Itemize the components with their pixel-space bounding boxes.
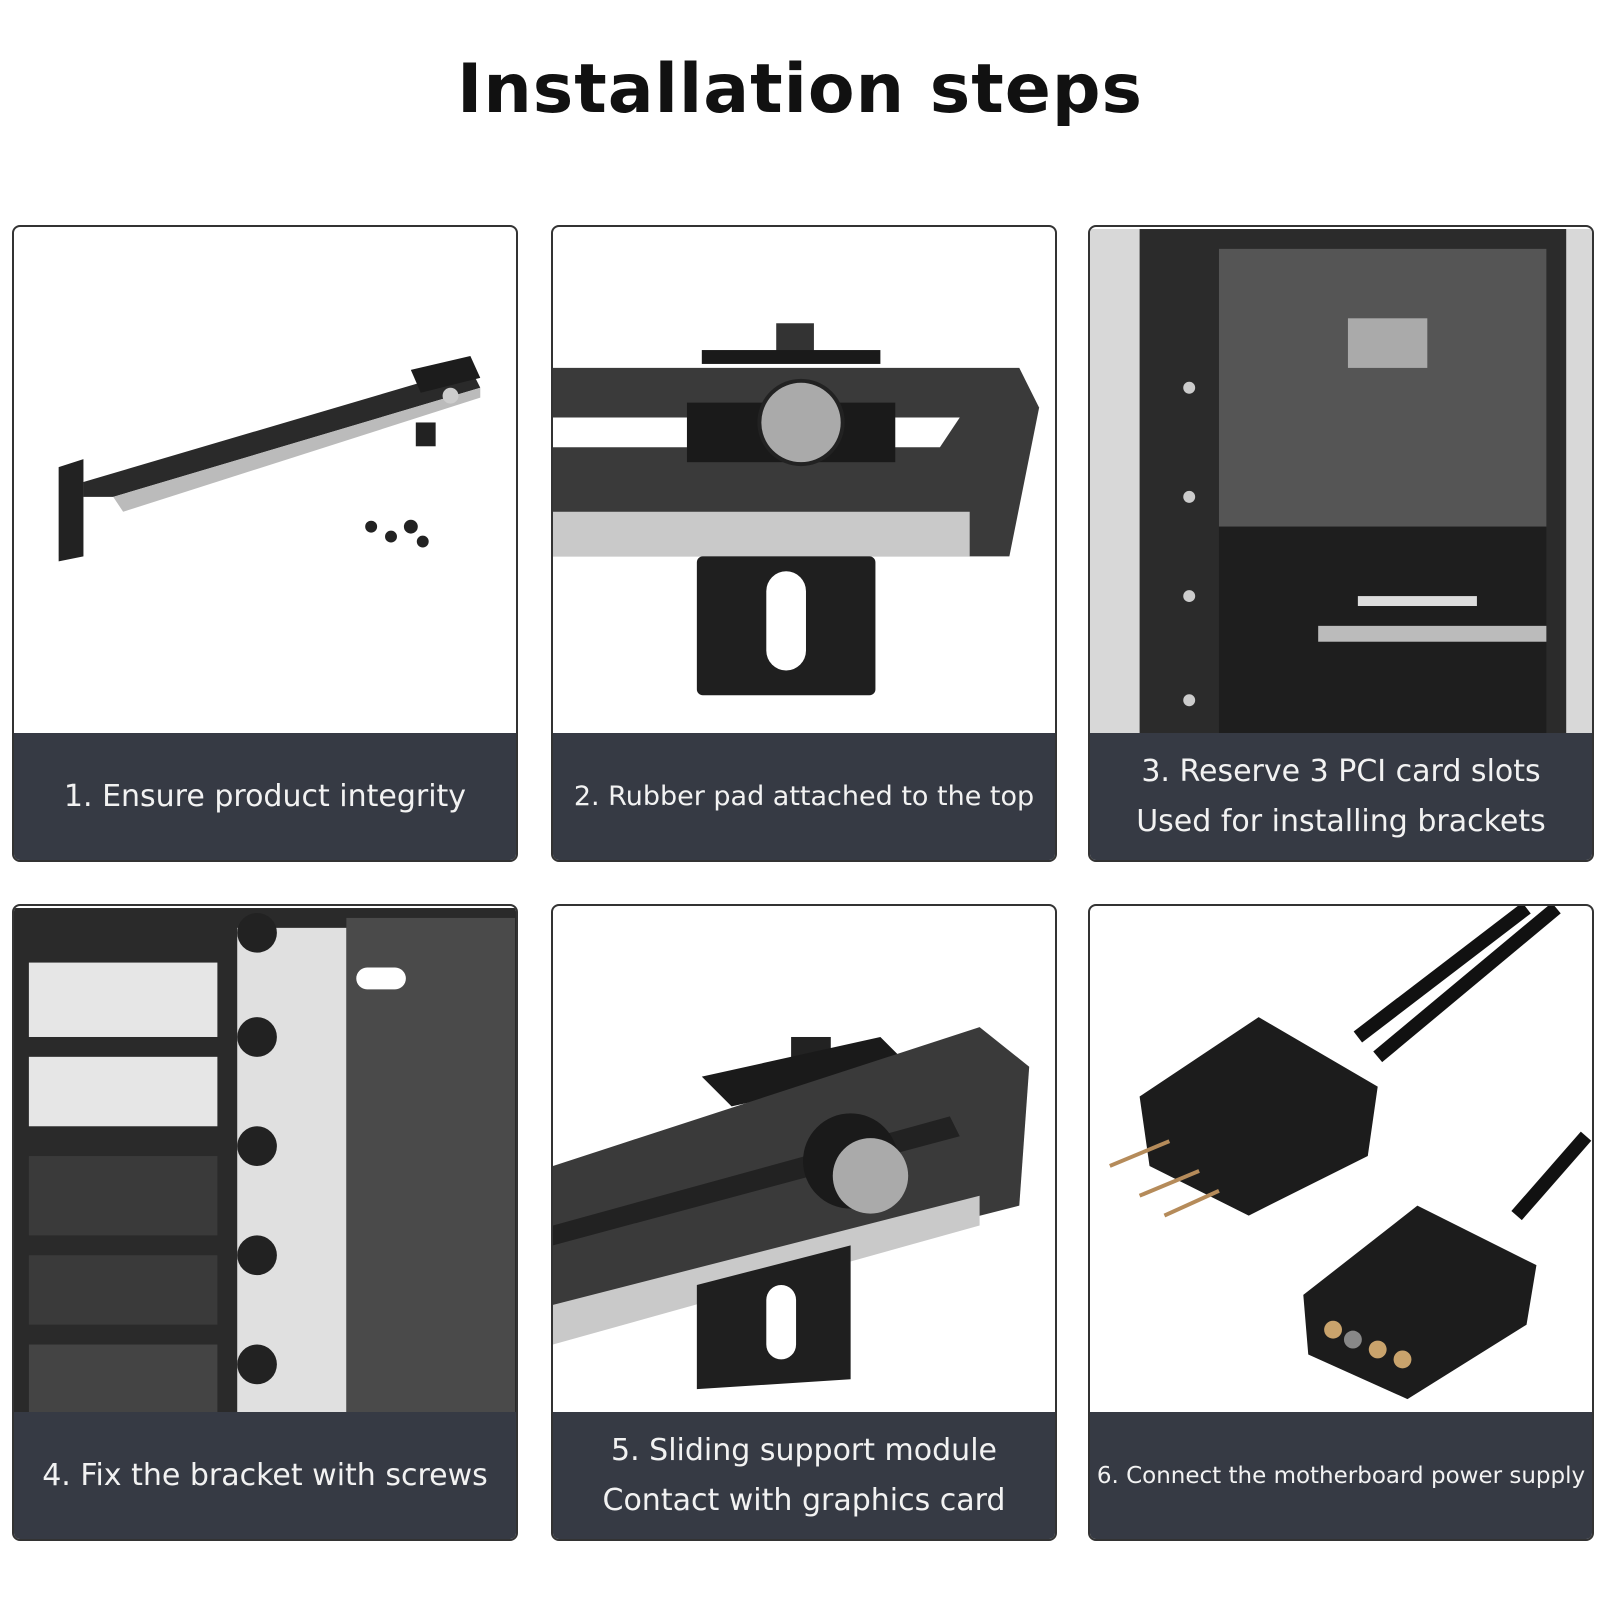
rubber-pad-closeup-image: [553, 227, 1055, 737]
rgb-connector-image: [1090, 906, 1592, 1416]
bracket-screws-image: [14, 906, 516, 1416]
caption-line: 2. Rubber pad attached to the top: [573, 780, 1035, 812]
step-2-caption: 2. Rubber pad attached to the top: [553, 733, 1055, 860]
caption-line: Used for installing brackets: [1136, 803, 1546, 839]
sliding-module-image: [553, 906, 1055, 1416]
step-6-panel: 6. Connect the motherboard power supply: [1088, 904, 1594, 1541]
step-5-caption: 5. Sliding support module Contact with g…: [553, 1412, 1055, 1539]
page-title: Installation steps: [457, 50, 1143, 129]
step-3-panel: 3. Reserve 3 PCI card slots Used for ins…: [1088, 225, 1594, 862]
step-4-caption: 4. Fix the bracket with screws: [14, 1412, 516, 1539]
caption-line: 6. Connect the motherboard power supply: [1096, 1462, 1586, 1489]
caption-line: Contact with graphics card: [602, 1482, 1006, 1518]
caption-line: 1. Ensure product integrity: [63, 778, 467, 814]
bracket-product-image: [14, 227, 516, 737]
step-1-caption: 1. Ensure product integrity: [14, 733, 516, 860]
step-6-caption: 6. Connect the motherboard power supply: [1090, 1412, 1592, 1539]
step-5-panel: 5. Sliding support module Contact with g…: [551, 904, 1057, 1541]
caption-line: 4. Fix the bracket with screws: [42, 1457, 488, 1493]
step-4-panel: 4. Fix the bracket with screws: [12, 904, 518, 1541]
caption-line: 5. Sliding support module: [611, 1432, 997, 1468]
pci-slots-case-image: [1090, 227, 1592, 737]
step-2-panel: 2. Rubber pad attached to the top: [551, 225, 1057, 862]
caption-line: 3. Reserve 3 PCI card slots: [1141, 753, 1541, 789]
step-3-caption: 3. Reserve 3 PCI card slots Used for ins…: [1090, 733, 1592, 860]
step-1-panel: 1. Ensure product integrity: [12, 225, 518, 862]
